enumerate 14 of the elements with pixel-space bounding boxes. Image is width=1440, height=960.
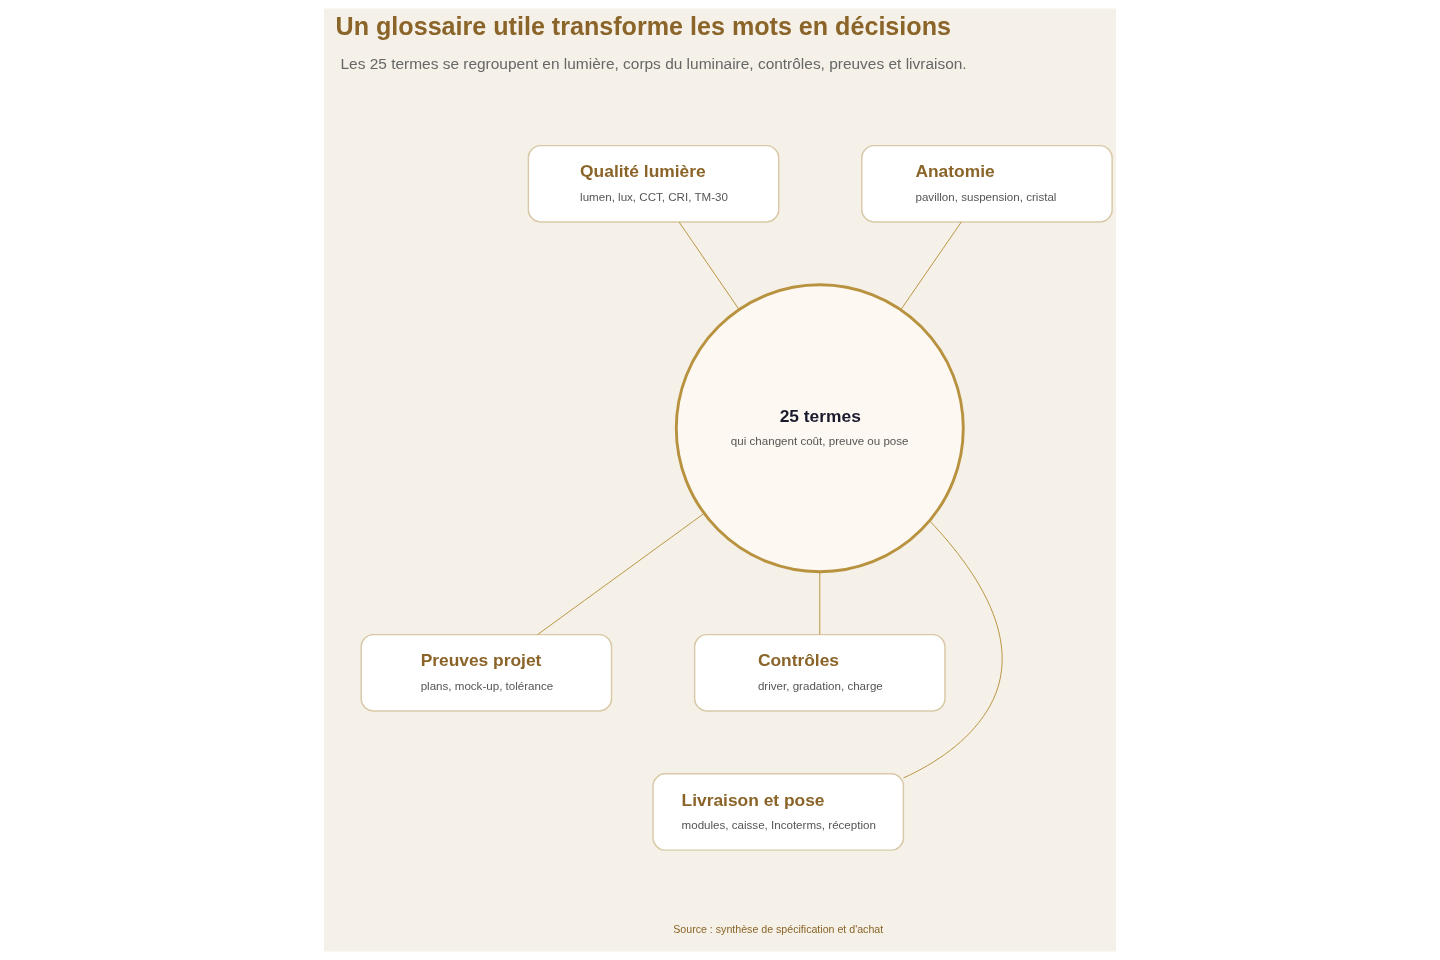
connector	[819, 571, 821, 636]
connector	[678, 221, 740, 310]
connector	[900, 221, 962, 311]
node-box: Qualité lumière lumen, lux, CCT, CRI, TM-30	[527, 144, 780, 223]
node-box: Contrôles driver, gradation, charge	[693, 633, 946, 712]
node-box: Livraison et pose modules, caisse, Incoterms, réception	[652, 773, 905, 851]
node-box: Anatomie pavillon, suspension, cristal	[861, 144, 1113, 223]
connector	[537, 512, 705, 636]
node-box: Preuves projet plans, mock-up, tolérance	[360, 633, 613, 712]
node-circle: 25 termes qui changent coût, preuve ou pose	[674, 283, 965, 574]
diagram-title: Un glossaire utile transforme les mots en décisions	[335, 12, 951, 41]
connector	[902, 520, 1003, 779]
label: Les 25 termes se regroupent en lumière, corps du luminaire, contrôles, preuves et livraison.	[340, 55, 967, 73]
caption: Source : synthèse de spécification et d'achat	[673, 923, 884, 936]
